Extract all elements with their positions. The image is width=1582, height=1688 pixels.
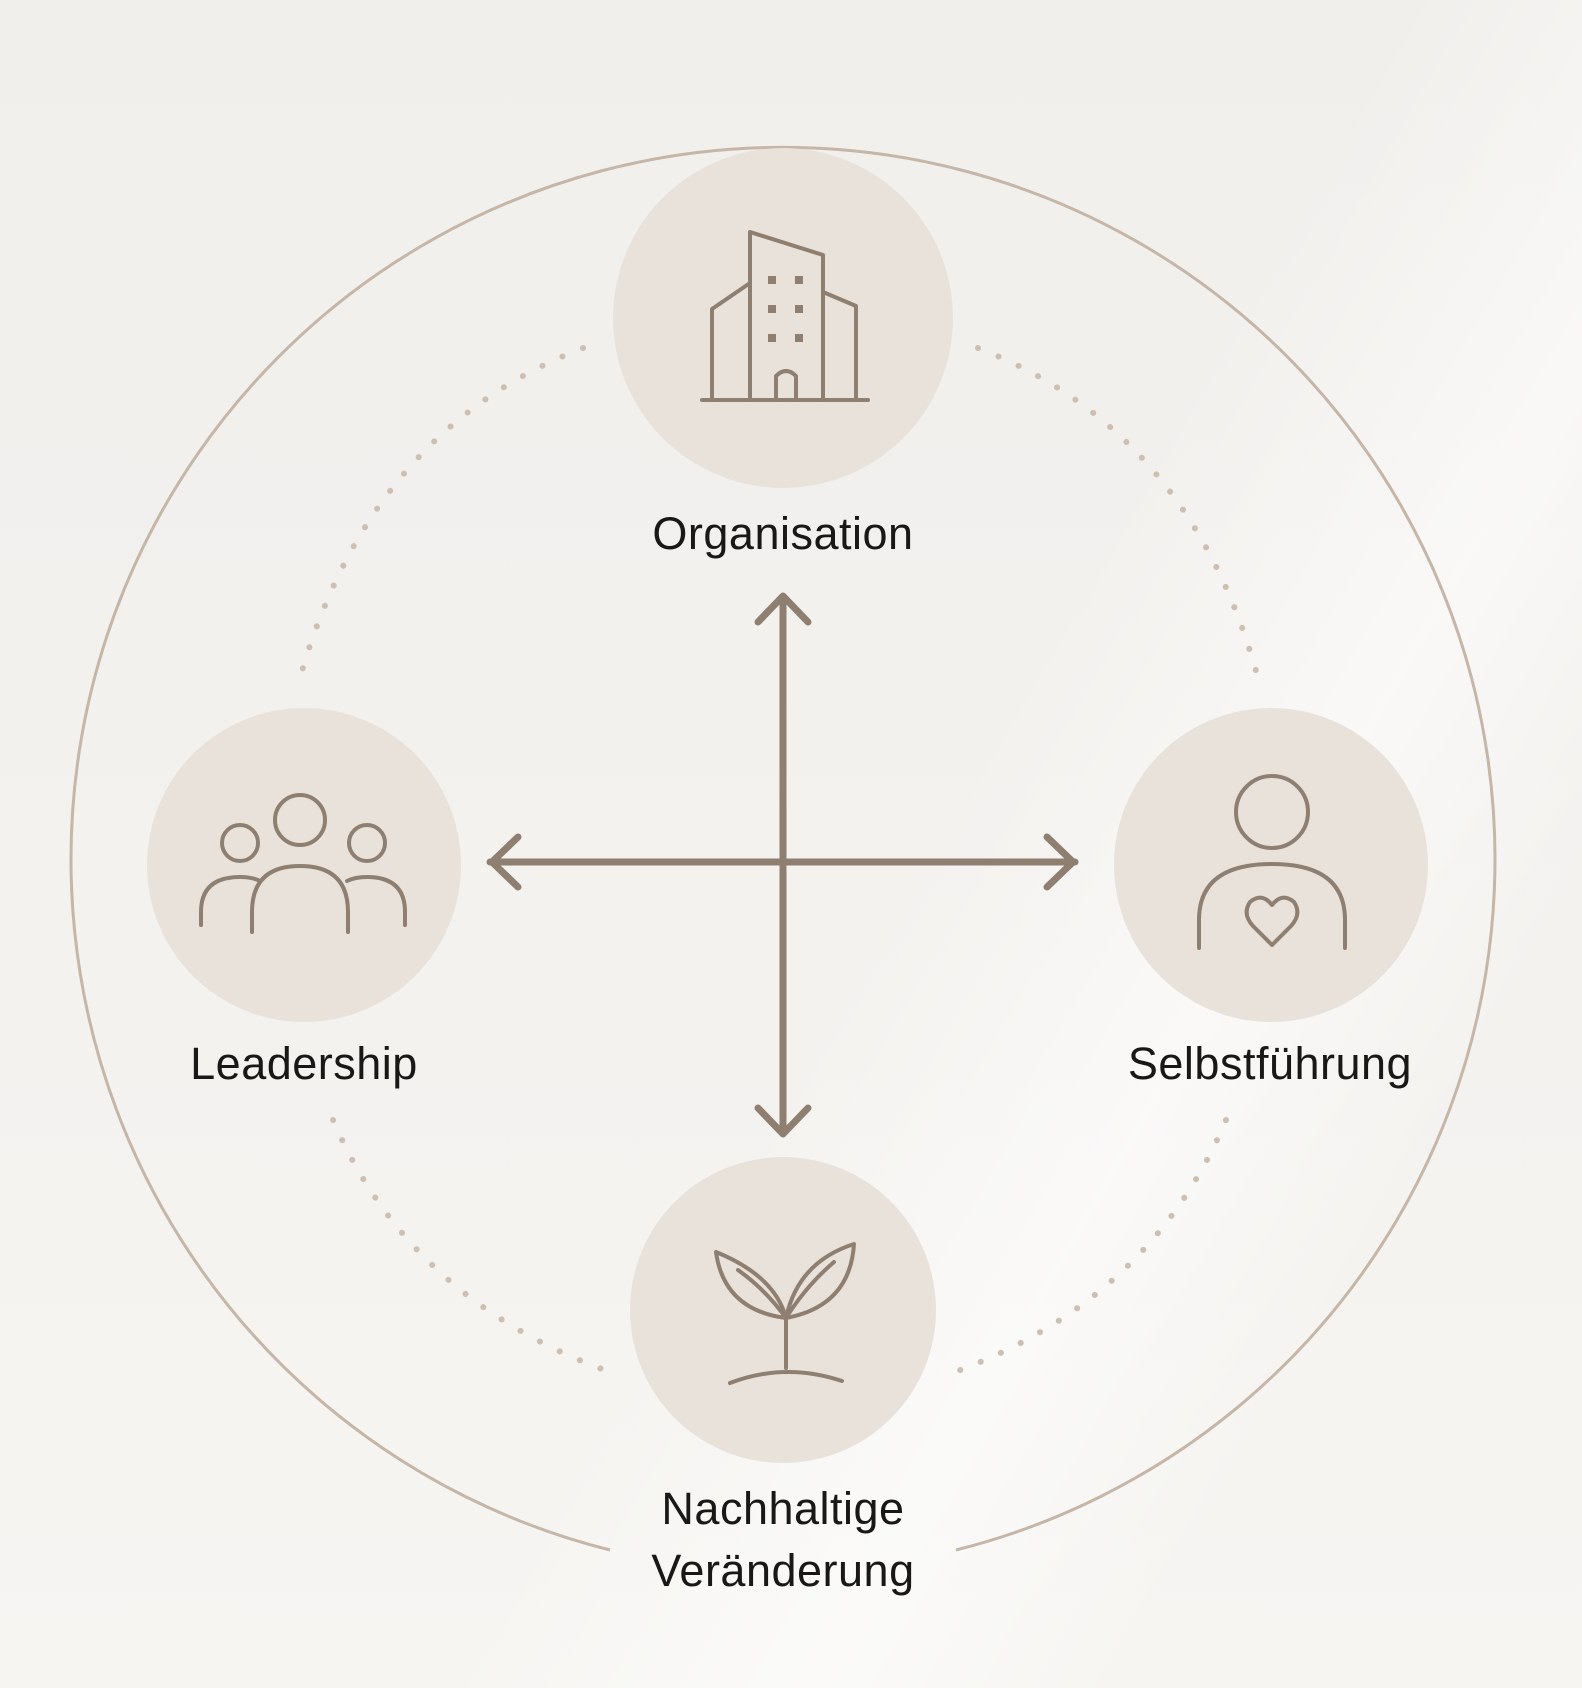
dotted-arc-bottom-left (330, 1117, 613, 1375)
building-icon (700, 230, 870, 402)
arrowhead-right-icon (1043, 833, 1077, 891)
selbstfuehrung-label: Selbstführung (1127, 1038, 1413, 1089)
nachhaltige-label-line1: Nachhaltige (661, 1483, 905, 1534)
person-heart-icon (1197, 774, 1347, 950)
leadership-label: Leadership (190, 1038, 418, 1089)
axis-arrows (486, 592, 1079, 1138)
organisation-circle (613, 148, 953, 488)
people-group-icon (199, 793, 407, 934)
arrowhead-left-icon (488, 833, 522, 891)
dotted-arc-top-left (297, 345, 586, 681)
organisation-label: Organisation (652, 508, 914, 559)
outer-ring (69, 145, 1497, 1552)
dotted-connectors (297, 345, 1261, 1375)
nachhaltige-veraenderung-label: Nachhaltige Veränderung (583, 1478, 983, 1602)
dotted-arc-bottom-right (952, 1117, 1229, 1375)
nachhaltige-label-line2: Veränderung (651, 1545, 915, 1596)
arrowhead-down-icon (754, 1104, 812, 1138)
dotted-arc-top-right (975, 345, 1261, 681)
arrowhead-up-icon (754, 592, 812, 626)
sprout-icon (714, 1242, 856, 1385)
